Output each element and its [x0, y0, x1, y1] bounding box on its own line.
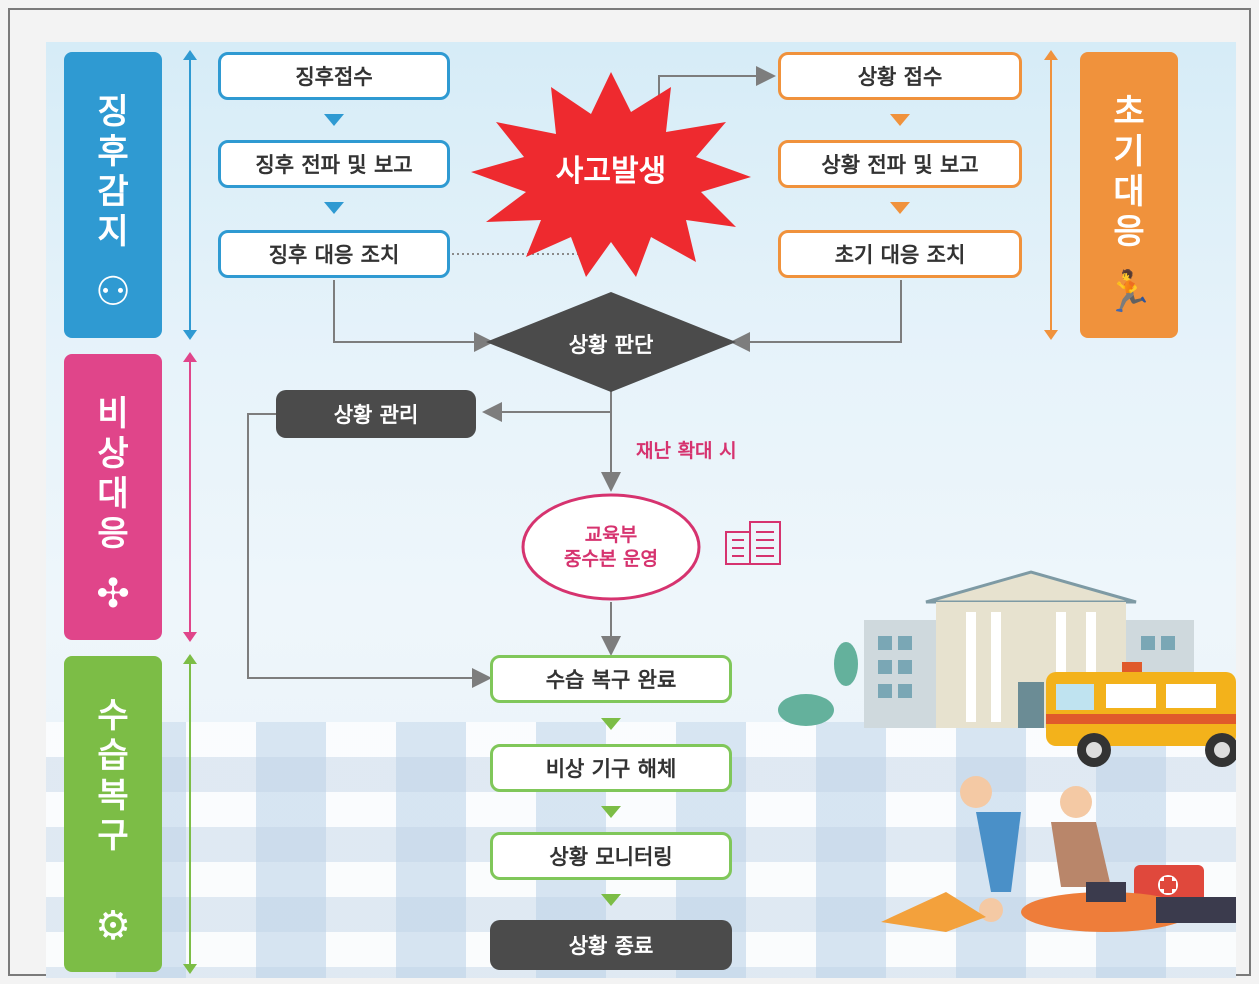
decision-label: 상황 판단 [568, 333, 654, 357]
cpr-scene-illustration [881, 776, 1236, 932]
detection-step-3: 징후 대응 조치 [218, 230, 450, 278]
initial-step-2: 상황 전파 및 보고 [778, 140, 1022, 188]
section-recovery-label: 수습복구 [97, 696, 129, 856]
recovery-step-2: 비상 기구 해체 [490, 744, 732, 792]
building-icon [725, 521, 781, 565]
accident-starburst [471, 72, 751, 277]
diagram-frame: 징후감지 ⚇ 비상대응 ✣ 수습복구 ⚙ 초기대응 🏃 징후접수 징후 전파 및… [8, 8, 1251, 978]
emergency-range-arrow [183, 352, 197, 642]
section-initial-label: 초기대응 [1113, 92, 1145, 252]
school-building-illustration [778, 570, 1194, 728]
section-detection: 징후감지 ⚇ [64, 52, 162, 338]
recovery-arrow-3 [601, 894, 621, 906]
detection-arrow-1 [324, 114, 344, 126]
detection-step-2: 징후 전파 및 보고 [218, 140, 450, 188]
running-person-icon: 🏃 [1104, 269, 1154, 315]
initial-step-1: 상황 접수 [778, 52, 1022, 100]
connector-lines [247, 66, 1236, 932]
accident-label: 사고발생 [555, 154, 667, 189]
section-initial: 초기대응 🏃 [1080, 52, 1178, 338]
recovery-arrow-2 [601, 806, 621, 818]
detection-range-arrow [183, 50, 197, 340]
section-emergency-label: 비상대응 [97, 394, 129, 554]
section-recovery: 수습복구 ⚙ [64, 656, 162, 972]
initial-range-arrow [1044, 50, 1058, 340]
accident-to-reception-line [658, 66, 776, 122]
initial-arrow-2 [890, 202, 910, 214]
gear-icon: ⚙ [95, 903, 131, 949]
people-talk-icon: ⚇ [95, 269, 131, 315]
recovery-arrow-1 [601, 718, 621, 730]
management-box: 상황 관리 [276, 390, 476, 438]
ambulance-illustration [1046, 662, 1236, 767]
decision-diamond [486, 292, 736, 392]
hq-line-2: 중수본 운영 [563, 548, 658, 570]
end-box: 상황 종료 [490, 920, 732, 970]
recovery-step-1: 수습 복구 완료 [490, 655, 732, 703]
recovery-range-arrow [183, 654, 197, 974]
recovery-step-3: 상황 모니터링 [490, 832, 732, 880]
detection-to-decision-line [333, 280, 494, 352]
detection-step-1: 징후접수 [218, 52, 450, 100]
initial-to-decision-line [730, 280, 902, 352]
escalation-label: 재난 확대 시 [636, 440, 737, 462]
detection-arrow-2 [324, 202, 344, 214]
diagram-canvas: 징후감지 ⚇ 비상대응 ✣ 수습복구 ⚙ 초기대응 🏃 징후접수 징후 전파 및… [46, 42, 1236, 978]
section-emergency: 비상대응 ✣ [64, 354, 162, 640]
initial-step-3: 초기 대응 조치 [778, 230, 1022, 278]
section-detection-label: 징후감지 [97, 92, 129, 252]
hq-line-1: 교육부 [584, 524, 638, 546]
initial-arrow-1 [890, 114, 910, 126]
management-to-recovery-line [247, 413, 492, 688]
network-icon: ✣ [96, 571, 130, 617]
hq-ellipse [521, 493, 701, 601]
